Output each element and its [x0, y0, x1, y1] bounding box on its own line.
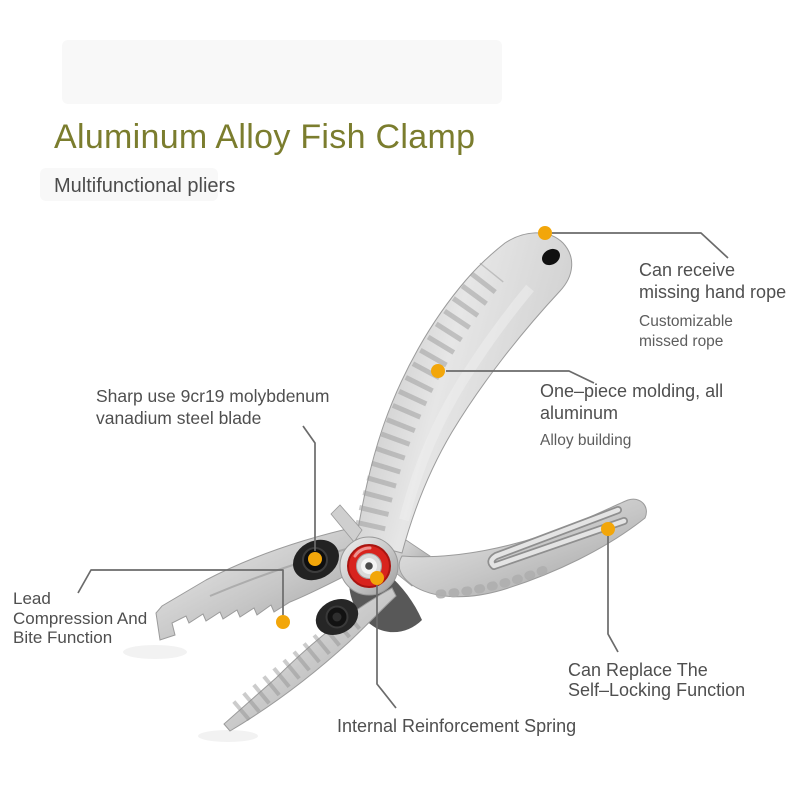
background-wash	[40, 168, 218, 201]
leader-lines	[77, 232, 729, 709]
leader-molding	[446, 370, 595, 384]
annotation-line: Can receive	[639, 260, 736, 280]
annotation-subtext: Customizable missed rope	[639, 312, 786, 351]
annotation-line: Alloy building	[540, 432, 632, 449]
annotation-line: Bite Function	[13, 628, 113, 647]
leader-bite	[77, 569, 284, 615]
annotation-line: Lead	[13, 589, 51, 608]
annotation-self-lock: Can Replace The Self–Locking Function	[568, 660, 745, 700]
handle-scallops	[435, 562, 557, 599]
callout-dot-bite	[276, 615, 290, 629]
annotation-line: missed rope	[639, 332, 724, 350]
annotation-line: missing hand rope	[639, 281, 787, 302]
callout-dot-hand-rope	[538, 226, 552, 240]
callout-dot-spring	[370, 571, 384, 585]
annotation-line: Customizable	[639, 313, 733, 330]
leader-spring	[376, 585, 397, 709]
callout-dot-self-lock	[601, 522, 615, 536]
pivot-spring	[339, 536, 399, 596]
locking-wire	[489, 507, 627, 569]
shadow	[123, 645, 187, 659]
leader-hand-rope	[552, 232, 729, 259]
annotation-line: vanadium steel blade	[96, 408, 262, 428]
annotation-line: Internal Reinforcement Spring	[337, 716, 577, 736]
annotation-blade: Sharp use 9cr19 molybdenum vanadium stee…	[96, 385, 329, 429]
pliers-upper-handle	[355, 232, 573, 554]
annotation-line: Self–Locking Function	[568, 680, 746, 700]
leader-blade	[302, 425, 316, 551]
annotation-molding: One–piece molding, all aluminum Alloy bu…	[540, 380, 723, 450]
callout-dot-molding	[431, 364, 445, 378]
page-subtitle: Multifunctional pliers	[54, 175, 236, 197]
callout-dots	[276, 226, 615, 629]
shadow	[198, 730, 258, 742]
jaw-bolt-lower	[315, 599, 359, 635]
leader-self-lock	[607, 536, 619, 653]
annotation-line: One–piece molding, all	[540, 381, 724, 401]
handle-step	[330, 504, 363, 543]
annotation-line: Can Replace The	[568, 660, 708, 680]
hand-rope-hole	[542, 248, 560, 266]
annotation-line: Compression And	[13, 608, 148, 628]
annotation-subtext: Alloy building	[540, 431, 723, 450]
annotation-line: Sharp use 9cr19 molybdenum	[96, 386, 330, 406]
annotation-line: aluminum	[540, 403, 619, 423]
annotation-spring: Internal Reinforcement Spring	[337, 716, 576, 736]
pliers-illustration	[155, 232, 647, 732]
page-title: Aluminum Alloy Fish Clamp	[54, 118, 476, 156]
callout-dot-blade	[308, 552, 322, 566]
annotation-bite: Lead Compression And Bite Function	[13, 589, 147, 648]
annotation-hand-rope: Can receive missing hand rope Customizab…	[639, 260, 786, 351]
handle-highlight	[399, 284, 534, 522]
background-wash	[62, 40, 502, 104]
